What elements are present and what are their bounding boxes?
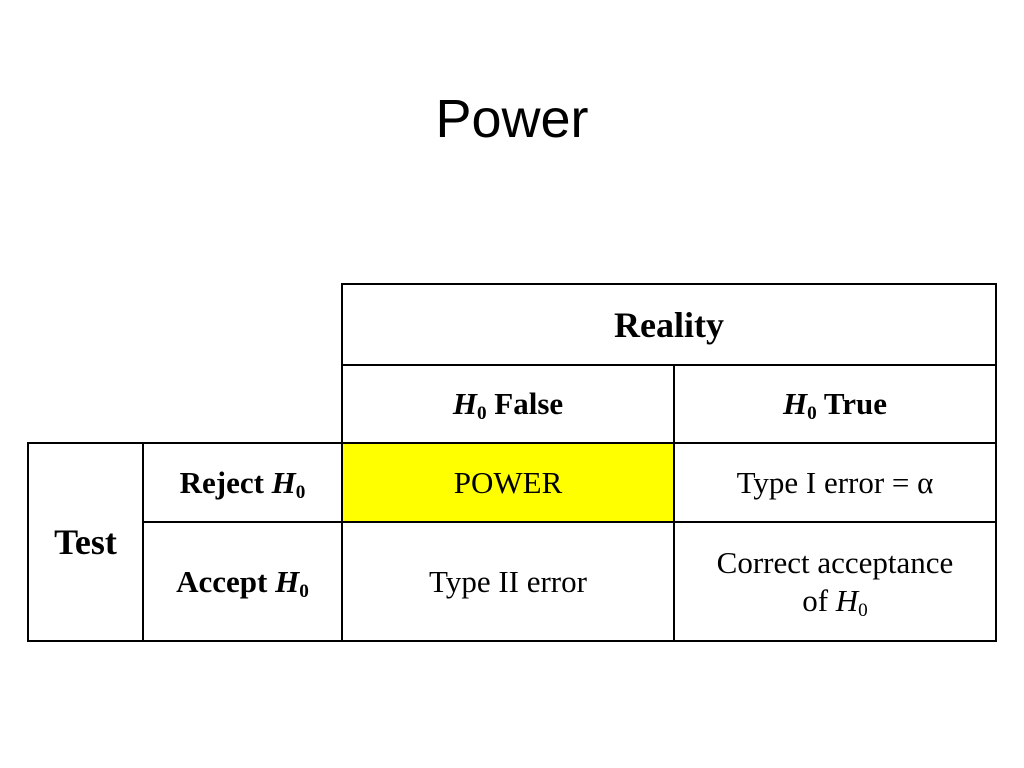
reality-header: Reality	[342, 284, 996, 365]
table-border-left	[27, 442, 29, 642]
h-symbol: H	[835, 582, 859, 618]
reality-header-text: Reality	[614, 304, 724, 345]
type-i-error-text: Type I error = α	[736, 464, 934, 500]
table-rule	[341, 283, 343, 642]
row-label-prefix: Reject	[179, 464, 272, 500]
h-symbol: H	[452, 386, 477, 421]
h-symbol: H	[275, 563, 300, 599]
h-subscript: 0	[858, 599, 868, 621]
column-header-content: H0 True	[783, 385, 887, 423]
h-symbol: H	[271, 464, 296, 500]
column-header-content: H0 False	[453, 385, 563, 423]
slide-title: Power	[435, 89, 589, 149]
row-label-prefix: Accept	[176, 563, 276, 599]
type-i-error-cell: Type I error = α	[674, 443, 996, 522]
column-header-label: False	[486, 386, 564, 421]
row-label-reject-h0: Reject H0	[143, 443, 342, 522]
row-label-accept-h0: Accept H0	[143, 522, 342, 641]
type-ii-error-text: Type II error	[429, 563, 587, 599]
correct-acceptance-prefix: of	[802, 582, 836, 618]
h-subscript: 0	[295, 481, 306, 503]
table-rule	[27, 442, 997, 444]
power-cell-text: POWER	[453, 464, 563, 500]
table-border-bottom	[27, 640, 997, 642]
column-header-h0-false: H0 False	[342, 365, 674, 443]
correct-acceptance-line2: of H0	[802, 582, 868, 620]
table-rule	[341, 364, 997, 366]
table-border-right	[995, 283, 997, 642]
table-rule	[142, 442, 144, 642]
column-header-label: True	[816, 386, 888, 421]
table-rule	[673, 364, 675, 642]
power-cell: POWER	[342, 443, 674, 522]
type-ii-error-cell: Type II error	[342, 522, 674, 641]
test-header-text: Test	[54, 522, 117, 562]
h-symbol: H	[782, 386, 808, 421]
column-header-h0-true: H0 True	[674, 365, 996, 443]
h-subscript: 0	[476, 402, 487, 424]
test-header: Test	[28, 443, 143, 641]
h-subscript: 0	[299, 580, 309, 602]
h-subscript: 0	[807, 402, 817, 424]
table-rule	[142, 521, 997, 523]
correct-acceptance-cell: Correct acceptance of H0	[674, 522, 996, 641]
correct-acceptance-line1: Correct acceptance	[716, 544, 954, 580]
table-border-top	[341, 283, 997, 285]
row-label-content: Reject H0	[180, 464, 306, 502]
row-label-content: Accept H0	[176, 563, 309, 601]
